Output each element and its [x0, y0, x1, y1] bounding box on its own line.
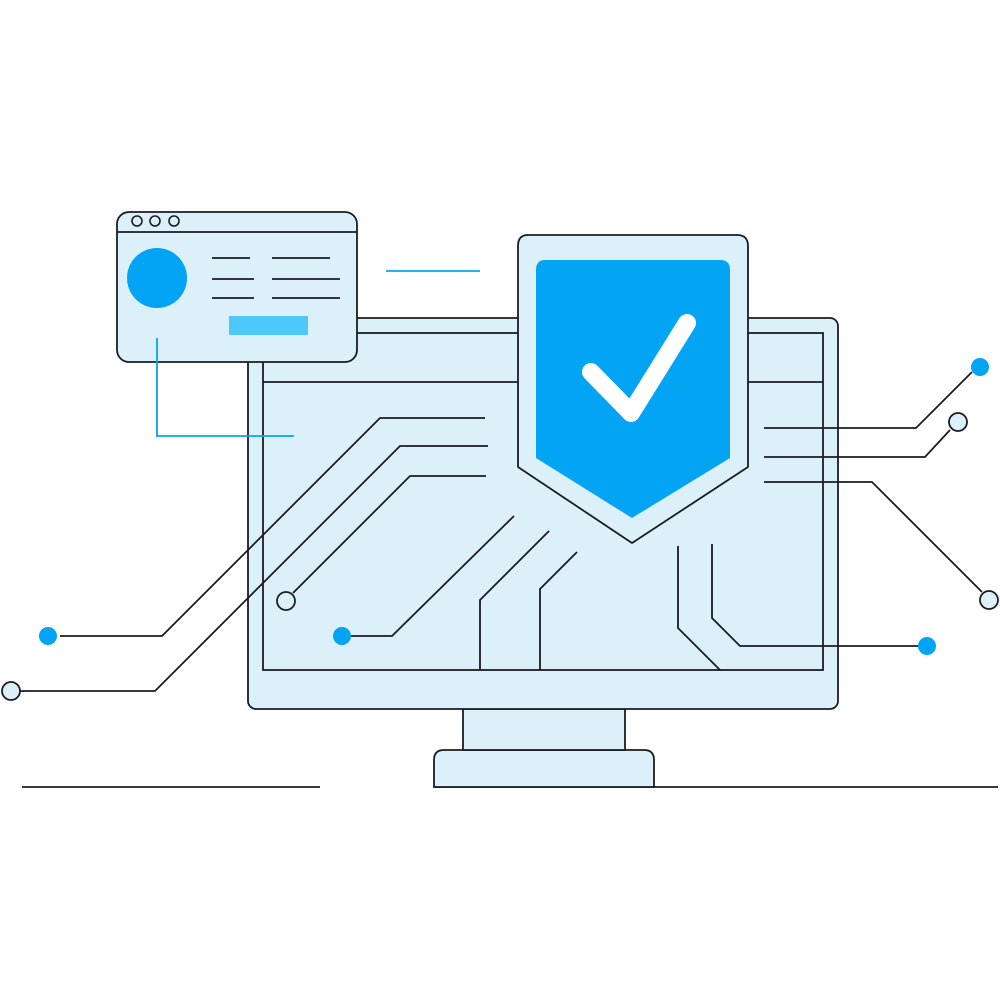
trace-right-3 [764, 481, 983, 593]
trace-left-2 [20, 445, 488, 692]
node-hollow-right-1 [948, 412, 968, 432]
window-dot-1 [131, 215, 143, 227]
trace-left-3 [292, 475, 486, 594]
trace-bottom-1 [479, 530, 550, 670]
card-connector [156, 338, 294, 437]
profile-card-button [229, 316, 308, 335]
monitor-stand-base [433, 749, 655, 788]
trace-left-1 [60, 417, 485, 637]
node-hollow-right-2 [979, 590, 999, 610]
monitor-stand-neck [462, 708, 626, 751]
trace-left-4 [350, 515, 515, 637]
check-mark-icon [582, 314, 696, 422]
node-filled-left-1 [39, 627, 57, 645]
node-hollow-left-1 [1, 681, 21, 701]
window-dot-3 [168, 215, 180, 227]
window-dot-2 [149, 215, 161, 227]
circuit-traces [20, 371, 983, 692]
blue-connectors [156, 270, 480, 437]
profile-card-icon [116, 211, 358, 363]
circuit-nodes [1, 358, 999, 701]
avatar-circle-icon [127, 248, 187, 308]
trace-bottom-2 [539, 551, 578, 670]
node-hollow-left-2 [276, 591, 296, 611]
shield-check-icon [517, 234, 749, 544]
trace-right-1 [764, 371, 973, 429]
node-filled-right-1 [971, 358, 989, 376]
trace-bottom-4 [711, 544, 918, 647]
trace-right-2 [764, 429, 951, 458]
node-filled-left-2 [333, 627, 351, 645]
trace-bottom-3 [677, 546, 721, 671]
node-filled-right-2 [918, 637, 936, 655]
